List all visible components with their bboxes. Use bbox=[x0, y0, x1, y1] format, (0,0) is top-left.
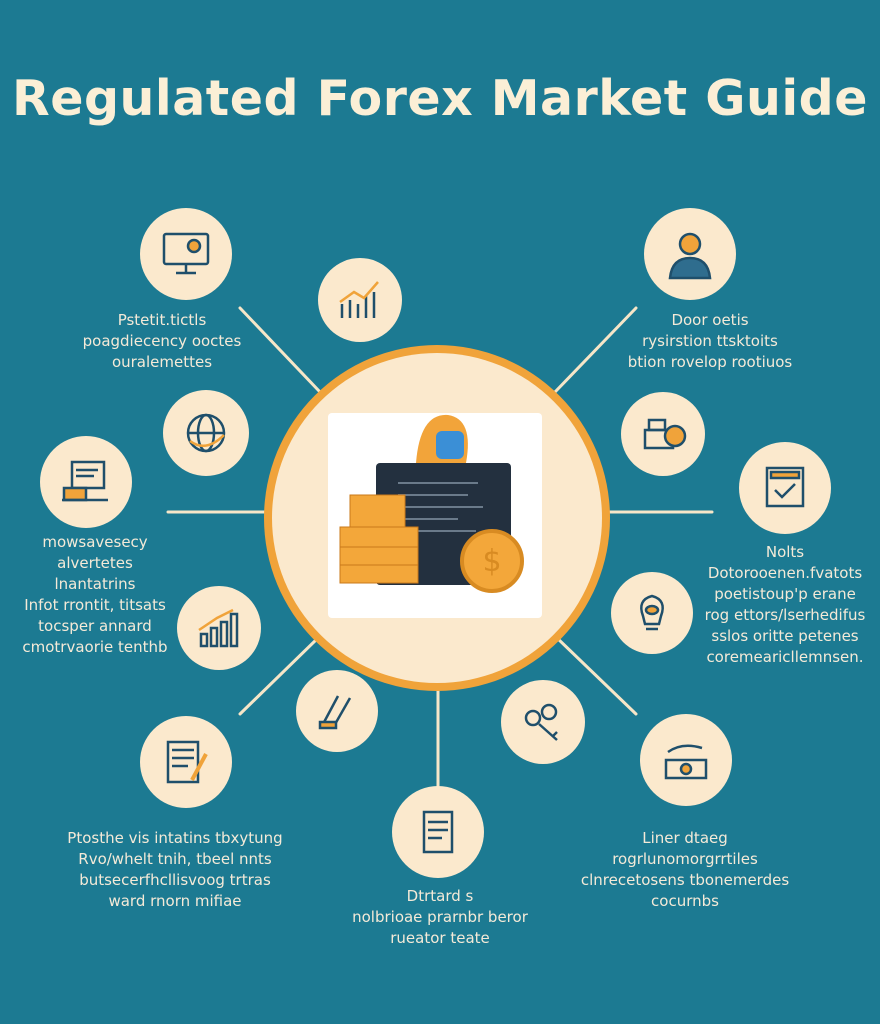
spoke-line bbox=[553, 306, 638, 394]
banknote-icon[interactable] bbox=[640, 714, 732, 806]
document-pen-icon[interactable] bbox=[140, 716, 232, 808]
page-title: Regulated Forex Market Guide bbox=[12, 70, 868, 127]
node-label-monitor: Pstetit.tictls poagdiecency ooctes oural… bbox=[82, 311, 242, 371]
checklist-icon[interactable] bbox=[739, 442, 831, 534]
spoke-line bbox=[553, 634, 638, 716]
monitor-dollar-icon[interactable] bbox=[140, 208, 232, 300]
node-label-checklist: Nolts Dotorooenen.fvatots poetistoup'p e… bbox=[704, 543, 866, 666]
tools-icon[interactable] bbox=[296, 670, 378, 752]
center-illustration: $ bbox=[328, 413, 542, 618]
node-label-banknote: Liner dtaeg rogrlunomorgrrtiles clnrecet… bbox=[580, 829, 790, 910]
bar-chart-icon[interactable] bbox=[177, 586, 261, 670]
page-icon[interactable] bbox=[392, 786, 484, 878]
node-label-page: Dtrtard s nolbrioae prarnbr beror rueato… bbox=[352, 887, 528, 947]
node-label-laptop: mowsavesecy alvertetes lnantatrins Infot… bbox=[22, 533, 168, 656]
laptop-trading-icon[interactable] bbox=[40, 436, 132, 528]
node-label-advisor: Door oetis rysirstion ttsktoits btion ro… bbox=[627, 311, 793, 371]
svg-text:$: $ bbox=[482, 544, 501, 579]
advisor-person-icon[interactable] bbox=[644, 208, 736, 300]
cash-register-icon[interactable] bbox=[621, 392, 705, 476]
spoke-line bbox=[238, 306, 322, 394]
growth-chart-icon[interactable] bbox=[318, 258, 402, 342]
spoke-line bbox=[238, 634, 322, 716]
globe-icon[interactable] bbox=[163, 390, 249, 476]
node-label-document: Ptosthe vis intatins tbxytung Rvo/whelt … bbox=[67, 829, 283, 910]
lightbulb-icon[interactable] bbox=[611, 572, 693, 654]
keys-icon[interactable] bbox=[501, 680, 585, 764]
